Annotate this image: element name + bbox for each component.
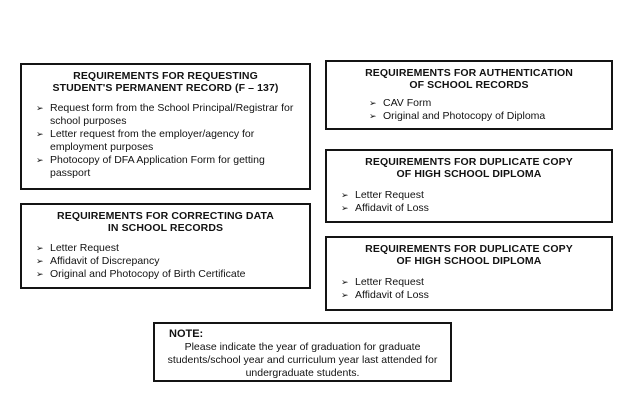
requirement-item: ➢ Original and Photocopy of Diploma <box>369 110 606 123</box>
box-title-line-1: REQUIREMENTS FOR DUPLICATE COPY <box>365 156 573 168</box>
arrow-bullet-icon: ➢ <box>36 103 44 113</box>
box-duplicate-diploma-2: REQUIREMENTS FOR DUPLICATE COPY OF HIGH … <box>325 236 613 311</box>
note-box: NOTE: Please indicate the year of gradua… <box>153 322 452 382</box>
requirement-text: Request form from the School Principal/R… <box>50 102 294 127</box>
arrow-bullet-icon: ➢ <box>36 256 44 266</box>
note-text: Please indicate the year of graduation f… <box>167 341 438 379</box>
requirement-item: ➢ Letter Request <box>36 242 304 255</box>
requirement-text: Affidavit of Loss <box>355 289 429 301</box>
arrow-bullet-icon: ➢ <box>341 277 349 287</box>
requirement-text: Photocopy of DFA Application Form for ge… <box>50 154 265 179</box>
box-title-line-2: IN SCHOOL RECORDS <box>107 222 224 234</box>
requirement-item: ➢ CAV Form <box>369 97 606 110</box>
requirement-list: ➢ Letter Request ➢ Affidavit of Loss <box>327 189 611 215</box>
requirement-list: ➢ Letter Request ➢ Affidavit of Loss <box>327 276 611 302</box>
requirement-item: ➢ Letter Request <box>341 276 606 289</box>
arrow-bullet-icon: ➢ <box>341 190 349 200</box>
requirement-list: ➢ Letter Request ➢ Affidavit of Discrepa… <box>22 242 309 281</box>
box-title-line-1: REQUIREMENTS FOR DUPLICATE COPY <box>365 243 573 255</box>
box-title-line-1: REQUIREMENTS FOR AUTHENTICATION <box>365 67 573 79</box>
requirement-item: ➢ Affidavit of Loss <box>341 289 606 302</box>
box-correcting-data: REQUIREMENTS FOR CORRECTING DATA IN SCHO… <box>20 203 311 289</box>
requirement-text: Original and Photocopy of Diploma <box>383 110 546 122</box>
requirement-item: ➢ Letter Request <box>341 189 606 202</box>
box-title-line-1: REQUIREMENTS FOR CORRECTING DATA <box>57 210 274 222</box>
requirement-item: ➢ Request form from the School Principal… <box>36 102 304 128</box>
requirement-text: Letter Request <box>355 276 424 288</box>
arrow-bullet-icon: ➢ <box>369 111 377 121</box>
requirement-text: Letter request from the employer/agency … <box>50 128 255 153</box>
requirement-item: ➢ Original and Photocopy of Birth Certif… <box>36 268 304 281</box>
requirement-text: Original and Photocopy of Birth Certific… <box>50 268 246 280</box>
requirement-item: ➢ Affidavit of Loss <box>341 202 606 215</box>
box-permanent-record: REQUIREMENTS FOR REQUESTING STUDENT'S PE… <box>20 63 311 190</box>
box-duplicate-diploma-1: REQUIREMENTS FOR DUPLICATE COPY OF HIGH … <box>325 149 613 223</box>
box-duplicate-diploma-1-title: REQUIREMENTS FOR DUPLICATE COPY OF HIGH … <box>327 156 611 180</box>
box-title-line-1: REQUIREMENTS FOR REQUESTING <box>73 70 258 82</box>
requirement-text: CAV Form <box>383 97 432 109</box>
box-title-line-2: STUDENT'S PERMANENT RECORD (F – 137) <box>52 82 279 94</box>
requirement-text: Affidavit of Discrepancy <box>50 255 160 267</box>
box-title-line-2: OF SCHOOL RECORDS <box>409 79 529 91</box>
note-label: NOTE: <box>169 328 204 340</box>
arrow-bullet-icon: ➢ <box>36 243 44 253</box>
box-authentication: REQUIREMENTS FOR AUTHENTICATION OF SCHOO… <box>325 60 613 130</box>
requirement-item: ➢ Photocopy of DFA Application Form for … <box>36 154 304 180</box>
requirement-item: ➢ Affidavit of Discrepancy <box>36 255 304 268</box>
box-title-line-2: OF HIGH SCHOOL DIPLOMA <box>396 255 542 267</box>
box-authentication-title: REQUIREMENTS FOR AUTHENTICATION OF SCHOO… <box>327 67 611 91</box>
requirement-list: ➢ Request form from the School Principal… <box>22 102 309 180</box>
box-permanent-record-title: REQUIREMENTS FOR REQUESTING STUDENT'S PE… <box>22 70 309 94</box>
requirement-text: Affidavit of Loss <box>355 202 429 214</box>
requirement-text: Letter Request <box>355 189 424 201</box>
arrow-bullet-icon: ➢ <box>341 290 349 300</box>
arrow-bullet-icon: ➢ <box>36 269 44 279</box>
requirement-text: Letter Request <box>50 242 119 254</box>
arrow-bullet-icon: ➢ <box>36 129 44 139</box>
box-correcting-data-title: REQUIREMENTS FOR CORRECTING DATA IN SCHO… <box>22 210 309 234</box>
box-title-line-2: OF HIGH SCHOOL DIPLOMA <box>396 168 542 180</box>
arrow-bullet-icon: ➢ <box>36 155 44 165</box>
arrow-bullet-icon: ➢ <box>369 98 377 108</box>
arrow-bullet-icon: ➢ <box>341 203 349 213</box>
requirement-list: ➢ CAV Form ➢ Original and Photocopy of D… <box>327 97 611 123</box>
requirement-item: ➢ Letter request from the employer/agenc… <box>36 128 304 154</box>
box-duplicate-diploma-2-title: REQUIREMENTS FOR DUPLICATE COPY OF HIGH … <box>327 243 611 267</box>
